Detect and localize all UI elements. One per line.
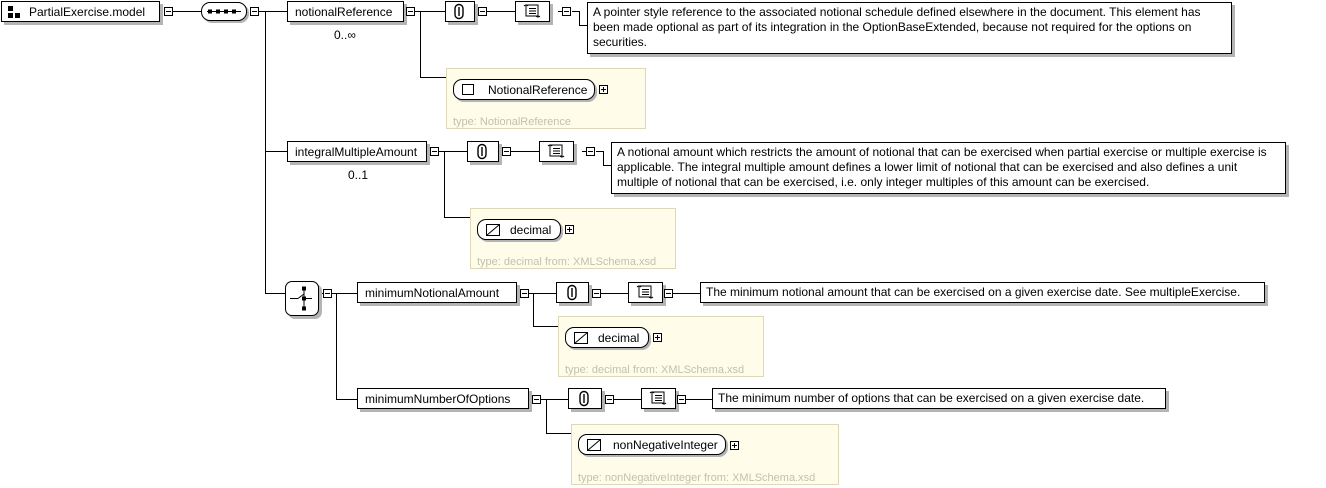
documentation-text: The minimum notional amount that can be … [700,282,1265,303]
cardinality-label: 0..1 [348,168,369,182]
documentation-collapse-toggle[interactable] [586,147,595,156]
annotation-box[interactable] [568,388,602,409]
element-notional-reference[interactable]: notionalReference [287,1,404,22]
model-group-icon [7,5,21,19]
element-collapse-toggle[interactable] [520,289,529,298]
element-minimum-number-of-options[interactable]: minimumNumberOfOptions [357,388,529,409]
element-name: integralMultipleAmount [295,144,418,159]
documentation-box[interactable] [539,141,574,162]
documentation-text: A notional amount which restricts the am… [611,142,1286,194]
sequence-compositor-icon [207,9,241,14]
element-integral-multiple-amount[interactable]: integralMultipleAmount [287,141,427,162]
element-name: minimumNumberOfOptions [365,391,511,406]
simple-type-icon [486,223,500,236]
annotation-icon [567,284,577,301]
annotation-collapse-toggle[interactable] [478,7,487,16]
simple-type-box[interactable]: decimal [477,219,561,240]
documentation-box[interactable] [628,282,663,303]
documentation-text: A pointer style reference to the associa… [587,2,1232,54]
cardinality-label: 0..∞ [334,28,356,42]
sequence-collapse-toggle[interactable] [250,7,259,16]
documentation-icon [649,391,667,405]
type-label: type: decimal from: XMLSchema.xsd [477,256,657,268]
type-name: decimal [598,330,640,345]
documentation-collapse-toggle[interactable] [677,395,686,404]
annotation-box[interactable] [445,1,475,22]
annotation-collapse-toggle[interactable] [502,147,511,156]
type-label: type: nonNegativeInteger from: XMLSchema… [578,472,816,484]
type-expand-toggle[interactable] [653,333,662,342]
type-label: type: NotionalReference [453,116,572,128]
element-collapse-toggle[interactable] [430,147,439,156]
simple-type-icon [574,331,588,344]
element-collapse-toggle[interactable] [406,7,415,16]
type-expand-toggle[interactable] [565,225,574,234]
type-label: type: decimal from: XMLSchema.xsd [565,364,745,376]
documentation-text: The minimum number of options that can b… [712,388,1166,409]
root-model-group[interactable]: PartialExercise.model [1,1,160,22]
sequence-compositor[interactable] [201,2,247,21]
documentation-collapse-toggle[interactable] [562,7,571,16]
documentation-box[interactable] [515,1,550,22]
documentation-collapse-toggle[interactable] [664,289,673,298]
choice-compositor-icon [290,286,312,311]
annotation-box[interactable] [467,141,499,162]
root-label: PartialExercise.model [29,4,146,19]
choice-compositor[interactable] [285,281,319,316]
type-expand-toggle[interactable] [730,441,739,450]
element-name: notionalReference [295,4,393,19]
annotation-icon [579,390,589,407]
root-collapse-toggle[interactable] [164,7,173,16]
element-name: minimumNotionalAmount [365,285,500,300]
documentation-box[interactable] [641,388,676,409]
annotation-icon [477,143,487,160]
annotation-collapse-toggle[interactable] [605,395,614,404]
annotation-collapse-toggle[interactable] [592,289,601,298]
type-expand-toggle[interactable] [599,85,608,94]
annotation-icon [454,3,464,20]
choice-collapse-toggle[interactable] [323,289,332,298]
simple-type-icon [587,438,601,451]
annotation-box[interactable] [556,282,589,303]
documentation-icon [547,144,565,158]
element-minimum-notional-amount[interactable]: minimumNotionalAmount [357,282,517,303]
simple-type-box[interactable]: decimal [565,327,649,348]
type-name: nonNegativeInteger [613,437,718,452]
complex-type-icon [462,84,474,95]
complex-type-box[interactable]: NotionalReference [453,79,595,100]
type-name: decimal [510,222,552,237]
documentation-icon [523,4,541,18]
simple-type-box[interactable]: nonNegativeInteger [578,434,726,455]
element-collapse-toggle[interactable] [532,395,541,404]
type-name: NotionalReference [488,82,588,97]
documentation-icon [636,285,654,299]
